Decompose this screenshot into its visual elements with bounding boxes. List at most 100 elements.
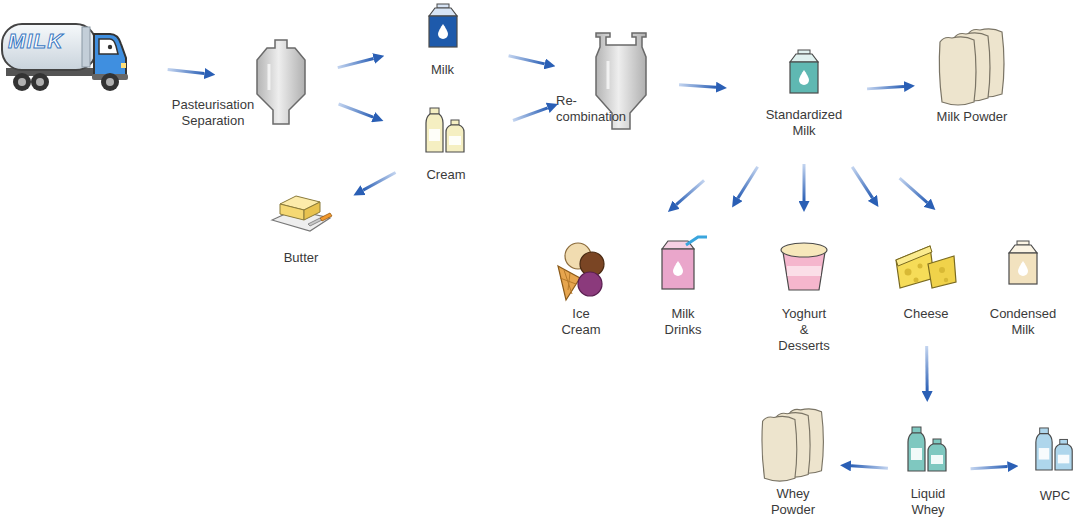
icon-circle [905,269,912,276]
flow-arrow [363,172,395,190]
icon-circle [101,73,119,91]
product-node: Yoghurt & Desserts [772,238,836,356]
icon-rect [933,439,941,444]
icon-path [308,218,322,226]
product-node: WPC [1030,424,1080,504]
icon-circle [106,78,114,86]
icon-path [99,39,118,54]
node-label: WPC [1030,488,1080,504]
icon-rect [787,266,821,276]
product-node: Cheese [890,236,962,324]
cone-icon [556,240,606,302]
vessel-icon [255,40,307,124]
icon-path [438,24,448,39]
flow-arrow [738,167,758,198]
icon-path [762,416,797,481]
flow-arrow [851,466,888,468]
icon-circle [18,78,26,86]
icon-path [280,204,304,220]
icon-circle [36,78,44,86]
icon-circle [944,278,948,282]
icon-rect [662,249,694,289]
icon-path [790,54,818,62]
icon-circle [939,267,945,273]
icon-path [558,266,580,300]
node-label: Milk Powder [932,109,1012,125]
butter-icon [270,184,332,234]
tank-lettering: MILK [8,29,82,53]
icon-rect [430,108,439,114]
icon-rect [790,62,818,93]
icon-rect [1039,448,1050,459]
icon-rect [82,27,90,67]
flow-arrow [900,178,928,203]
icon-rect [1060,439,1068,444]
product-node: Milk Drinks [652,233,714,338]
product-node: Re- combination [594,33,648,129]
icon-path [94,34,126,76]
icon-rect [931,455,943,464]
flow-arrow [679,85,716,87]
icon-path [799,70,809,85]
icon-circle [578,272,602,296]
icon-path [426,114,443,152]
icon-path [268,64,271,90]
icon-path [908,433,925,471]
node-label: Butter [268,250,334,266]
flow-arrow [509,56,545,64]
icon-path [673,261,683,276]
icon-ellipse [781,243,827,257]
icon-path [257,40,305,124]
tanker-node: MILK [0,18,128,98]
node-label: Pasteurisation Separation [163,97,263,129]
product-node: Pasteurisation Separation [255,40,307,124]
flow-arrow [971,467,1008,469]
product-node: Liquid Whey [897,424,959,518]
icon-path [686,237,707,245]
node-label: Yoghurt & Desserts [776,306,832,354]
bottles-icon [1033,426,1077,472]
flow-arrow [513,108,548,121]
icon-path [896,246,932,266]
cup-icon [779,240,829,292]
drink-icon [660,235,708,291]
carton-icon [786,50,822,94]
icon-path [560,270,576,294]
icon-circle [13,73,31,91]
sacks-icon [938,28,1006,108]
node-label: Cheese [890,306,962,322]
icon-rect [911,448,922,460]
product-node: Whey Powder [755,406,831,518]
flow-arrow [338,58,374,67]
node-label: Milk Drinks [661,306,705,338]
node-label: Cream [415,167,477,183]
icon-path [1009,245,1037,253]
bottles-icon [423,107,469,153]
flow-arrow [852,167,872,198]
icon-path [429,8,457,16]
icon-rect [912,427,921,433]
icon-path [304,202,320,220]
product-node: Milk [415,2,470,80]
product-node: Cream [415,105,477,185]
bottles-icon [905,426,951,472]
node-label: Condensed Milk [987,306,1059,338]
icon-rect [429,129,440,141]
icon-circle [108,45,112,49]
node-label: Re- combination [556,93,634,125]
flow-arrow [803,164,806,201]
icon-rect [1017,241,1029,245]
icon-path [607,61,610,89]
icon-path [1055,444,1072,470]
icon-path [928,256,956,288]
product-node: Condensed Milk [985,238,1061,338]
flow-arrow [867,86,904,88]
icon-path [1036,434,1052,470]
node-label: Ice Cream [559,306,603,338]
icon-path [783,252,825,290]
flow-arrow [676,180,704,204]
node-label: Standardized Milk [758,107,850,139]
icon-circle [31,73,49,91]
icon-rect [449,136,461,145]
